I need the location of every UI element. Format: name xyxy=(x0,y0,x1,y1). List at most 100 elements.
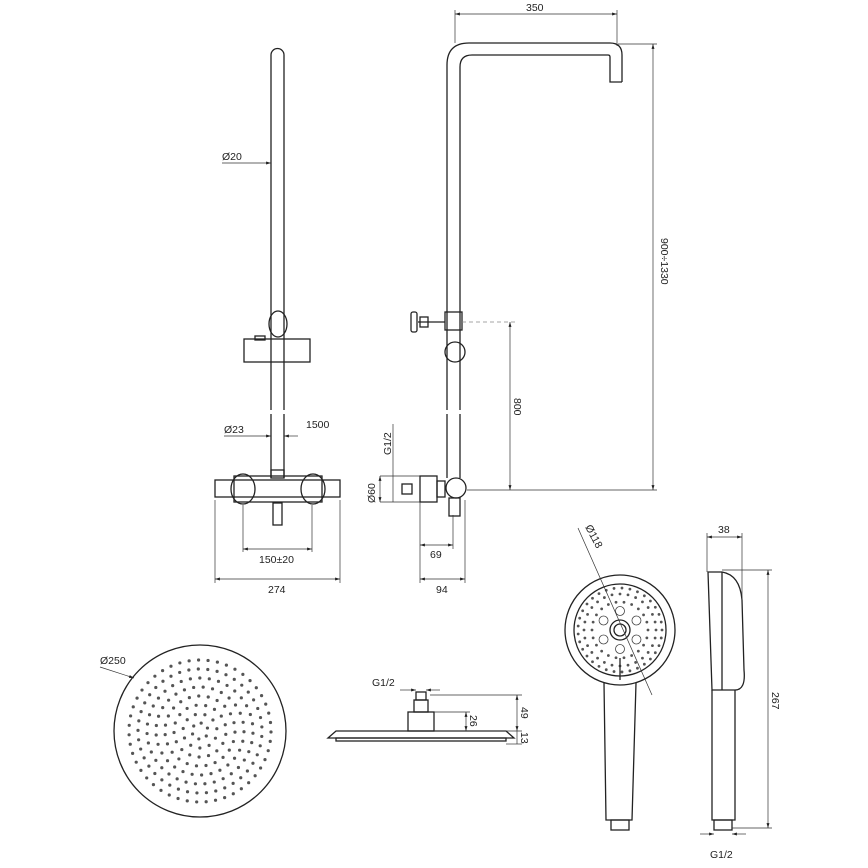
dim-rain-height: 49 xyxy=(518,707,530,719)
nozzle-dot xyxy=(232,677,236,681)
nozzle-dot xyxy=(636,666,639,670)
nozzle-dot xyxy=(596,656,599,660)
dim-escutcheon-diameter: Ø60 xyxy=(366,483,378,503)
nozzle-dot xyxy=(200,773,204,777)
nozzle-dot xyxy=(178,713,182,717)
nozzle-dot xyxy=(250,741,254,745)
nozzle-dot xyxy=(247,781,251,785)
nozzle-dot xyxy=(610,593,614,597)
nozzle-dot xyxy=(600,649,604,653)
dim-hand-thickness: 38 xyxy=(718,524,730,536)
nozzle-dot xyxy=(131,751,135,755)
nozzle-dot xyxy=(585,602,589,606)
nozzle-dot xyxy=(175,777,179,781)
nozzle-dot xyxy=(622,656,626,660)
nozzle-dot xyxy=(203,713,207,717)
nozzle-dot xyxy=(651,612,654,616)
nozzle-dot xyxy=(136,728,140,732)
nozzle-dot xyxy=(165,759,170,763)
nozzle-dot xyxy=(231,792,235,796)
nozzle-dot xyxy=(266,749,270,753)
nozzle-dot xyxy=(206,667,210,672)
nozzle-dot xyxy=(602,596,606,599)
nozzle-dot xyxy=(590,606,594,609)
nozzle-dot xyxy=(187,668,191,672)
nozzle-dot xyxy=(241,720,245,724)
nozzle-dot xyxy=(233,703,238,707)
nozzle-dot xyxy=(166,714,170,718)
nozzle-dot xyxy=(233,730,237,734)
nozzle-dot xyxy=(260,734,264,739)
rail-upper xyxy=(270,47,285,410)
dim-inlet-spacing: 150±20 xyxy=(259,554,294,566)
slider-ring xyxy=(268,310,288,338)
nozzle-dot xyxy=(250,722,255,726)
nozzle-dot xyxy=(173,765,177,769)
nozzle-dot xyxy=(207,743,211,747)
nozzle-dot xyxy=(193,782,198,786)
nozzle-dot xyxy=(622,600,626,604)
nozzle-dot xyxy=(147,713,152,717)
nozzle-dot xyxy=(146,681,150,685)
spray-ring xyxy=(615,606,625,616)
nozzle-dot xyxy=(166,698,171,702)
nozzle-dot xyxy=(156,742,160,746)
nozzle-dot xyxy=(223,704,227,708)
nozzle-dot xyxy=(263,757,267,762)
nozzle-dot xyxy=(227,696,231,700)
dim-hand-length: 267 xyxy=(769,692,781,710)
spray-ring xyxy=(631,615,642,626)
nozzle-dot xyxy=(595,643,598,647)
nozzle-dot xyxy=(199,721,203,725)
nozzle-dot xyxy=(636,649,640,653)
mixer-outlet xyxy=(272,502,283,526)
nozzle-dot xyxy=(153,771,157,776)
nozzle-dot xyxy=(626,663,630,667)
nozzle-dot xyxy=(212,780,216,784)
nozzle-dot xyxy=(163,689,167,693)
nozzle-dot xyxy=(654,628,658,632)
dim-rain-thread: G1/2 xyxy=(372,677,395,689)
nozzle-dot xyxy=(128,742,132,746)
nozzle-dot xyxy=(228,712,233,716)
nozzle-dot xyxy=(198,676,202,680)
nozzle-dot xyxy=(240,683,244,687)
nozzle-dot xyxy=(645,620,649,624)
nozzle-dot xyxy=(258,715,263,720)
nozzle-dot xyxy=(197,755,201,759)
nozzle-dot xyxy=(600,607,604,611)
thermostat-knob xyxy=(445,477,467,499)
nozzle-dot xyxy=(653,636,657,640)
nozzle-dot xyxy=(255,753,259,757)
nozzle-dot xyxy=(636,607,640,611)
nozzle-dot xyxy=(195,800,199,804)
nozzle-dot xyxy=(210,687,215,691)
nozzle-dot xyxy=(239,776,243,780)
nozzle-dot xyxy=(642,643,645,647)
nozzle-dot xyxy=(163,723,168,727)
nozzle-dot xyxy=(628,669,632,673)
nozzle-dot xyxy=(154,758,158,762)
nozzle-dot xyxy=(628,587,632,591)
nozzle-dot xyxy=(127,733,131,737)
nozzle-dot xyxy=(242,758,246,762)
nozzle-dot xyxy=(260,725,264,729)
spray-ring xyxy=(615,644,625,654)
nozzle-dot xyxy=(576,632,580,636)
nozzle-dot xyxy=(653,620,657,624)
nozzle-dot xyxy=(229,772,233,776)
dim-lower-pipe-diameter: Ø23 xyxy=(224,424,244,436)
nozzle-dot xyxy=(246,690,250,694)
nozzle-dot xyxy=(213,736,218,740)
nozzle-dot xyxy=(253,774,257,778)
rain-shower-side: G1/2 49 26 13 xyxy=(326,677,530,745)
nozzle-dot xyxy=(659,620,663,624)
nozzle-dot xyxy=(143,701,147,705)
nozzle-dot xyxy=(215,660,219,664)
nozzle-dot xyxy=(170,750,174,754)
nozzle-dot xyxy=(160,669,165,673)
nozzle-dot xyxy=(646,628,650,632)
nozzle-dot xyxy=(177,757,181,761)
nozzle-dot xyxy=(248,712,252,717)
nozzle-dot xyxy=(156,714,161,718)
